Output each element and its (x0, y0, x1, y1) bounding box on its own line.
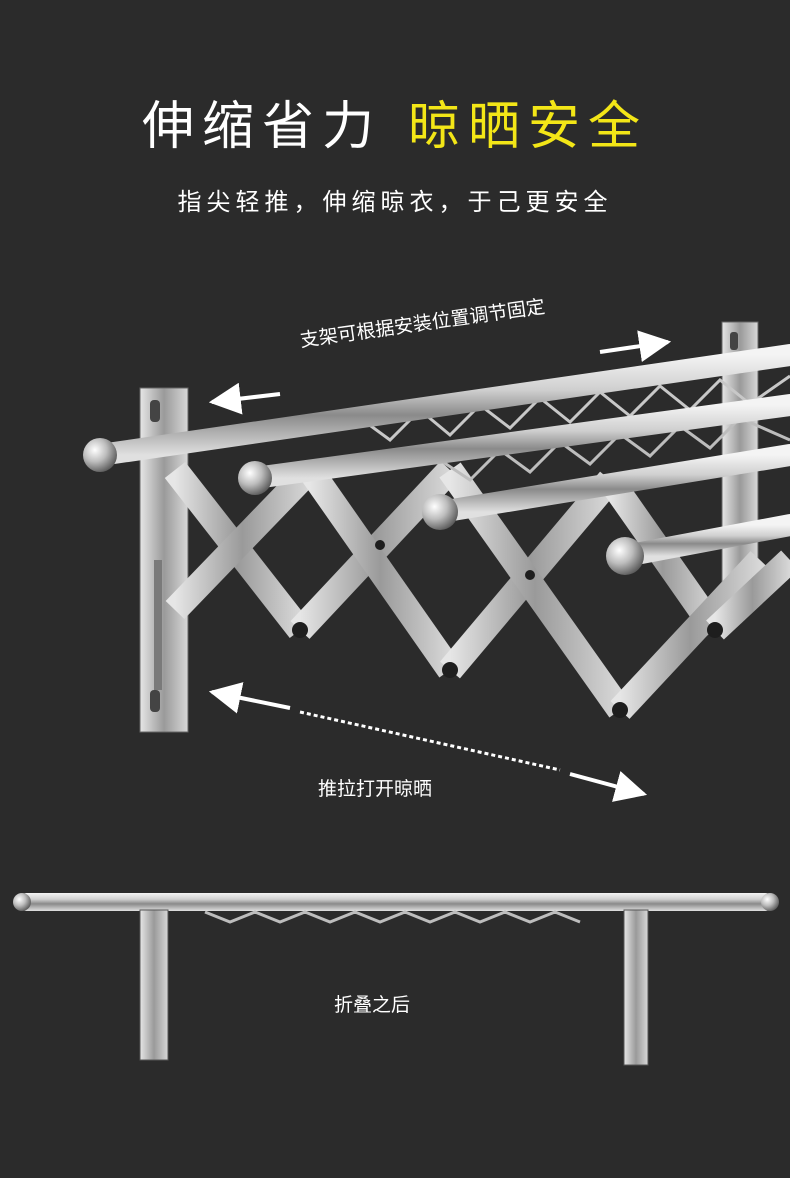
title-part-effortless: 伸缩省力 (141, 97, 382, 157)
page-title: 伸缩省力晾晒安全 (0, 92, 790, 162)
adjust-arrow (208, 330, 672, 415)
title-part-safe: 晾晒安全 (408, 97, 649, 157)
page-subtitle: 指尖轻推，伸缩晾衣，于己更安全 (177, 188, 613, 216)
scissor-joints (292, 540, 723, 718)
folded-rack (13, 893, 779, 1066)
scissor-arms (164, 460, 790, 719)
annotation-after-fold: 折叠之后 (334, 994, 411, 1016)
push-pull-arrow (208, 682, 648, 802)
annotation-push-pull: 推拉打开晾晒 (318, 778, 433, 800)
wire-rack (359, 374, 790, 442)
hanging-rods (83, 344, 790, 575)
